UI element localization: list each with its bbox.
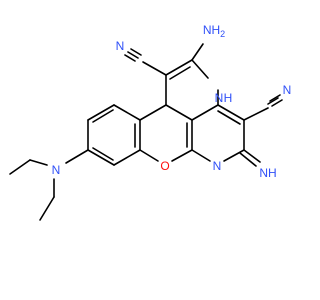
bond [271, 99, 283, 107]
bond [92, 109, 114, 123]
ring-nh-label: N [215, 91, 224, 105]
bond [139, 104, 167, 121]
bond [243, 149, 261, 163]
amino-nh-text: NH [203, 23, 220, 37]
bond [165, 104, 193, 121]
bond [223, 149, 245, 162]
bond [130, 48, 142, 56]
bond [87, 104, 115, 121]
bond [217, 104, 245, 121]
bond [191, 104, 219, 121]
ring-nh-h-label: H [224, 91, 233, 105]
ring-o-label: O [160, 159, 169, 173]
bond [191, 149, 211, 162]
bond [92, 147, 114, 161]
bond [269, 94, 281, 102]
bond [191, 43, 204, 61]
bond [29, 159, 48, 166]
nitrile-n-left-label: N [116, 39, 125, 53]
bond [139, 149, 159, 162]
bond [87, 149, 115, 166]
bond [243, 107, 269, 121]
bond [217, 110, 241, 125]
bond [267, 97, 279, 105]
bond [142, 61, 167, 76]
diethylamino-n-label: N [52, 163, 61, 177]
bond [9, 159, 31, 175]
bond [113, 149, 141, 166]
amino-subscript-text: 2 [220, 29, 225, 39]
atom-labels: N N NH2 N H N O NH N [52, 23, 292, 180]
bond [169, 66, 191, 80]
bond [165, 59, 193, 76]
bond [113, 104, 141, 121]
amino-nh2-label: NH2 [203, 23, 225, 39]
bond [124, 54, 136, 62]
bonds [9, 43, 283, 221]
bond [191, 59, 209, 79]
ring-n-label: N [213, 159, 222, 173]
bond [239, 152, 257, 167]
bond [171, 149, 193, 162]
bond [127, 51, 139, 59]
bond [39, 196, 55, 221]
nitrile-n-right-label: N [283, 83, 292, 97]
bond [65, 149, 89, 164]
imine-nh-label: NH [259, 166, 276, 180]
chemical-structure: N N NH2 N H N O NH N [9, 23, 292, 221]
